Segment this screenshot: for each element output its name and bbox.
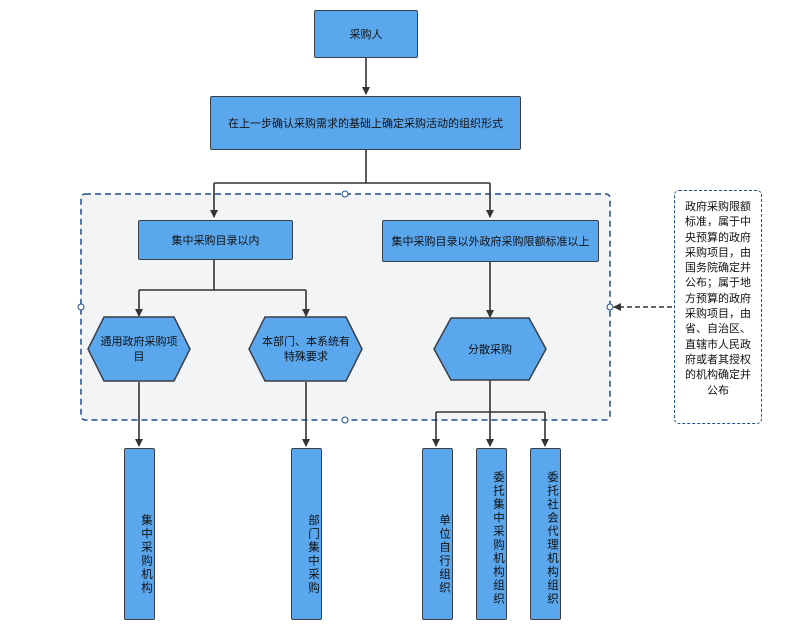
node-department-centralized-label: 部门集中采购 xyxy=(307,513,321,595)
node-entrust-central[interactable]: 委托集中采购机构组织 xyxy=(476,448,507,620)
node-outside-catalog-label: 集中采购目录以外政府采购限额标准以上 xyxy=(391,234,590,248)
node-determine-form-label: 在上一步确认采购需求的基础上确定采购活动的组织形式 xyxy=(228,116,503,130)
node-within-catalog-label: 集中采购目录以内 xyxy=(171,233,260,247)
node-central-agency[interactable]: 集中采购机构 xyxy=(124,448,155,620)
group-handle-bottom xyxy=(341,416,349,424)
hex-special-shape xyxy=(248,316,363,382)
node-department-centralized[interactable]: 部门集中采购 xyxy=(291,448,322,620)
node-special-requirements-label: 本部门、本系统有特殊要求 xyxy=(262,335,350,363)
note-box[interactable]: 政府采购限额标准，属于中央预算的政府采购项目，由国务院确定并公布；属于地方预算的… xyxy=(674,190,762,424)
hex-decentralized-shape xyxy=(433,317,547,381)
node-decentralized-label: 分散采购 xyxy=(468,342,512,356)
node-purchaser-label: 采购人 xyxy=(349,27,383,41)
node-central-agency-label: 集中采购机构 xyxy=(140,513,154,595)
node-self-organized[interactable]: 单位自行组织 xyxy=(422,448,453,620)
node-determine-form[interactable]: 在上一步确认采购需求的基础上确定采购活动的组织形式 xyxy=(210,96,521,150)
node-entrust-central-label: 委托集中采购机构组织 xyxy=(492,470,506,606)
node-self-organized-label: 单位自行组织 xyxy=(438,513,452,595)
note-text: 政府采购限额标准，属于中央预算的政府采购项目，由国务院确定并公布；属于地方预算的… xyxy=(685,200,751,397)
group-handle-left xyxy=(77,303,85,311)
node-general-items-label: 通用政府采购项目 xyxy=(100,335,178,363)
node-within-catalog[interactable]: 集中采购目录以内 xyxy=(138,220,293,260)
node-entrust-social[interactable]: 委托社会代理机构组织 xyxy=(530,448,561,620)
node-outside-catalog[interactable]: 集中采购目录以外政府采购限额标准以上 xyxy=(382,220,599,262)
node-general-items[interactable]: 通用政府采购项目 xyxy=(92,317,186,381)
hex-general-shape xyxy=(87,316,191,382)
node-decentralized[interactable]: 分散采购 xyxy=(436,318,544,380)
group-handle-top xyxy=(341,190,349,198)
node-entrust-social-label: 委托社会代理机构组织 xyxy=(546,470,560,606)
node-purchaser[interactable]: 采购人 xyxy=(314,10,418,58)
node-special-requirements[interactable]: 本部门、本系统有特殊要求 xyxy=(254,317,358,381)
group-handle-right xyxy=(606,303,614,311)
